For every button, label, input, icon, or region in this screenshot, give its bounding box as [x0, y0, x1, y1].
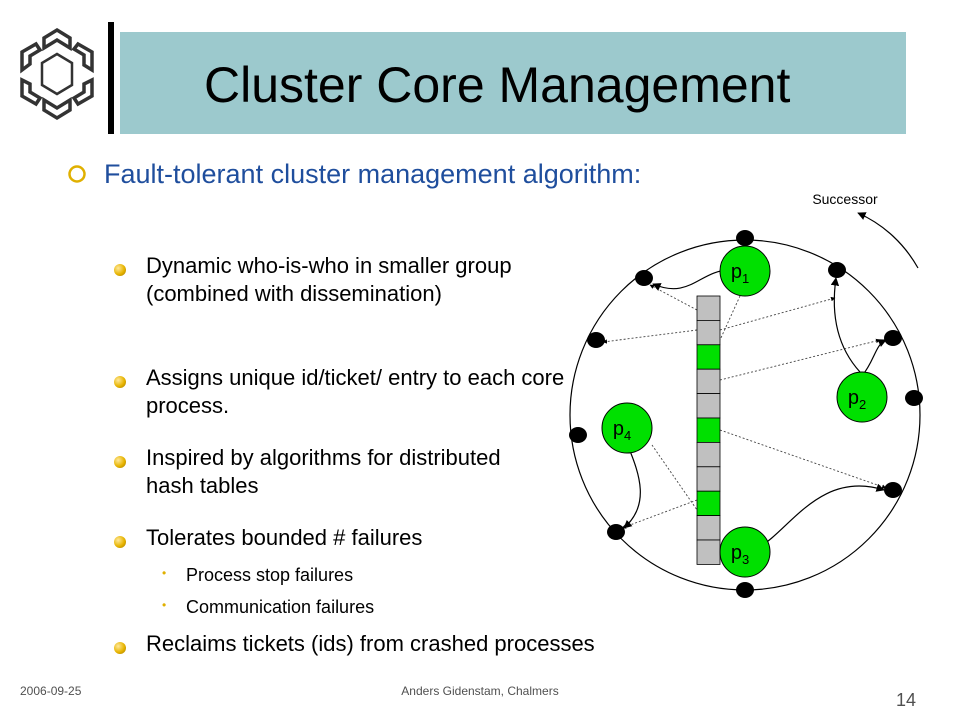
footer-author: Anders Gidenstam, Chalmers: [401, 684, 559, 698]
sub-bullet-tolerates: Tolerates bounded # failures: [146, 525, 423, 550]
ring-node: [905, 390, 923, 406]
page-number: 14: [896, 690, 917, 710]
sub-bullet-icon: [114, 376, 126, 388]
slide-title: Cluster Core Management: [204, 57, 791, 113]
dot-bullet-icon: •: [162, 566, 167, 580]
ticket-cell-empty: [696, 295, 721, 321]
successor-arrow: [857, 212, 919, 269]
ticket-cell-empty: [696, 319, 721, 346]
ticket-cell-empty: [696, 539, 721, 565]
ring-bullet-icon: [68, 165, 86, 183]
title-band: [120, 32, 906, 134]
failure-type-stop: Process stop failures: [186, 565, 354, 585]
ring-nodes: [569, 230, 923, 598]
sub-bullet-dynamic: Dynamic who-is-who in smaller group (com…: [146, 253, 512, 306]
svg-text:p3: p3: [731, 542, 749, 567]
process-p1: p1: [719, 245, 771, 297]
sub-bullet-icon: [114, 642, 126, 654]
ring-node: [884, 330, 902, 346]
svg-text:p4: p4: [613, 418, 631, 443]
sub-bullet-icon: [114, 536, 126, 548]
ring-diagram: Successor p1 p2: [569, 191, 923, 598]
dot-bullet-icon: •: [162, 598, 167, 612]
process-p3: p3: [719, 526, 771, 578]
ring-node: [607, 524, 625, 540]
successor-label: Successor: [812, 191, 878, 207]
ring-node: [736, 230, 754, 246]
ticket-cell-empty: [696, 393, 721, 419]
ticket-cell-empty: [696, 441, 721, 468]
ticket-cell-occupied: [696, 344, 721, 370]
sub-bullet-icon: [114, 264, 126, 276]
ring-node: [884, 482, 902, 498]
ring-node: [736, 582, 754, 598]
ring-node: [569, 427, 587, 443]
ring-node: [635, 270, 653, 286]
ring-node: [828, 262, 846, 278]
ticket-cell-empty: [696, 368, 721, 395]
ticket-cell-occupied: [696, 417, 721, 443]
ring-node: [587, 332, 605, 348]
sub-bullet-inspired: Inspired by algorithms for distributed h…: [146, 445, 501, 498]
sub-bullet-reclaims: Reclaims tickets (ids) from crashed proc…: [146, 631, 595, 656]
title-divider: [108, 22, 114, 134]
chalmers-logo-icon: [20, 27, 94, 121]
svg-text:p1: p1: [731, 261, 749, 286]
footer-date: 2006-09-25: [20, 684, 82, 698]
svg-text:p2: p2: [848, 387, 866, 412]
ticket-bar: [696, 295, 721, 565]
ticket-cell-occupied: [696, 490, 721, 517]
sub-bullet-icon: [114, 456, 126, 468]
ticket-cell-empty: [696, 515, 721, 541]
process-p4: p4: [601, 402, 653, 454]
sub-bullet-assigns: Assigns unique id/ticket/ entry to each …: [146, 365, 565, 418]
main-bullet: Fault-tolerant cluster management algori…: [104, 159, 642, 189]
failure-type-communication: Communication failures: [186, 597, 375, 617]
process-p2: p2: [836, 371, 888, 423]
ticket-cell-empty: [696, 466, 721, 492]
